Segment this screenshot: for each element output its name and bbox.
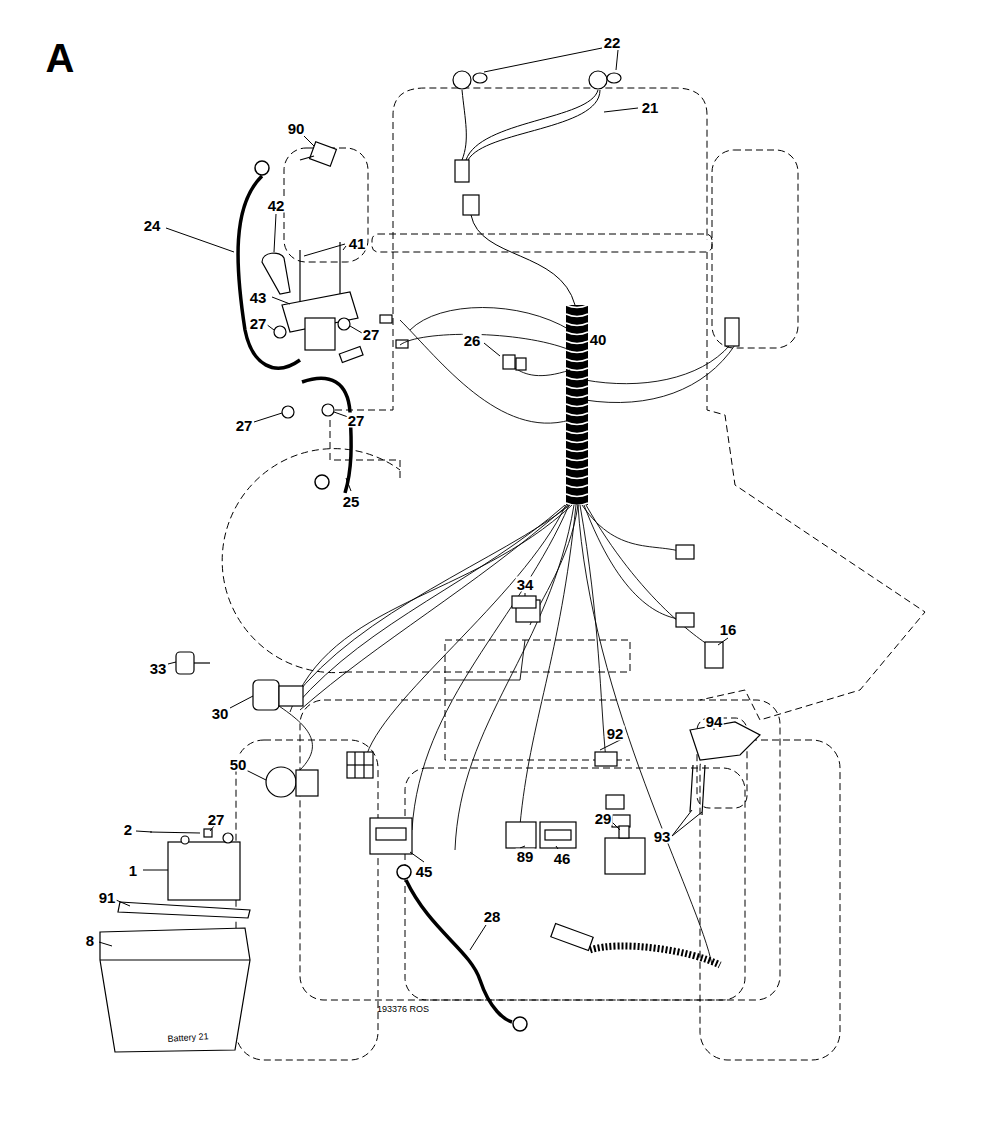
coil-ring — [566, 476, 588, 479]
callout-number: 28 — [483, 909, 502, 924]
coil-ring — [566, 341, 588, 344]
coil-ring — [566, 494, 588, 497]
callout-number: 94 — [705, 714, 724, 729]
solenoid — [262, 142, 408, 418]
coil-ring — [566, 386, 588, 389]
callout-number: 27 — [249, 316, 268, 331]
harness-wires — [270, 308, 735, 966]
callout-number: 27 — [207, 812, 226, 827]
coil-ring — [566, 359, 588, 362]
callout-number: 42 — [267, 198, 286, 213]
callout-number: 1 — [128, 863, 138, 878]
coil-ring — [566, 332, 588, 335]
callout-number: 24 — [143, 218, 162, 233]
callout-number: 26 — [463, 333, 482, 348]
callout-number: 27 — [362, 327, 381, 342]
harness-coil — [566, 305, 588, 506]
coil-ring — [566, 395, 588, 398]
callout-number: 30 — [211, 706, 230, 721]
coil-ring — [566, 377, 588, 380]
callout-number: 43 — [249, 290, 268, 305]
coil-ring — [566, 485, 588, 488]
drawing-number: 193376 ROS — [376, 1005, 430, 1014]
battery — [100, 829, 250, 1052]
coil-ring — [566, 323, 588, 326]
callout-number: 46 — [553, 851, 572, 866]
headlight-harness — [462, 90, 600, 305]
callout-number: 45 — [415, 864, 434, 879]
coil-ring — [566, 449, 588, 452]
callout-number: 92 — [606, 726, 625, 741]
coil-ring — [566, 467, 588, 470]
callout-number: 41 — [348, 236, 367, 251]
callout-number: 50 — [229, 757, 248, 772]
coil-cord — [590, 946, 720, 965]
coil-ring — [566, 431, 588, 434]
callout-number: 91 — [98, 890, 117, 905]
callout-number: 29 — [594, 811, 613, 826]
coil-ring — [566, 440, 588, 443]
coil-ring — [566, 458, 588, 461]
coil-ring — [566, 404, 588, 407]
callout-number: 33 — [149, 661, 168, 676]
controls — [176, 318, 760, 950]
headlights — [453, 71, 621, 215]
callout-number: 2 — [123, 822, 133, 837]
cables — [238, 161, 527, 1031]
callout-number: 27 — [235, 418, 254, 433]
section-letter: A — [46, 38, 75, 78]
callout-number: 22 — [603, 35, 622, 50]
callout-number: 90 — [287, 121, 306, 136]
leader-lines — [99, 48, 728, 950]
callout-number: 27 — [347, 413, 366, 428]
callout-number: 8 — [85, 933, 95, 948]
callout-number: 21 — [641, 100, 660, 115]
coil-ring — [566, 350, 588, 353]
callout-number: 25 — [342, 494, 361, 509]
callout-number: 16 — [719, 622, 738, 637]
coil-ring — [566, 413, 588, 416]
coil-ring — [566, 305, 588, 308]
callout-number: 89 — [516, 849, 535, 864]
tractor-outline — [222, 88, 925, 1060]
callout-number: 34 — [516, 577, 535, 592]
callout-number: 40 — [589, 332, 608, 347]
callout-number: 93 — [653, 829, 672, 844]
coil-ring — [566, 422, 588, 425]
coil-ring — [566, 314, 588, 317]
